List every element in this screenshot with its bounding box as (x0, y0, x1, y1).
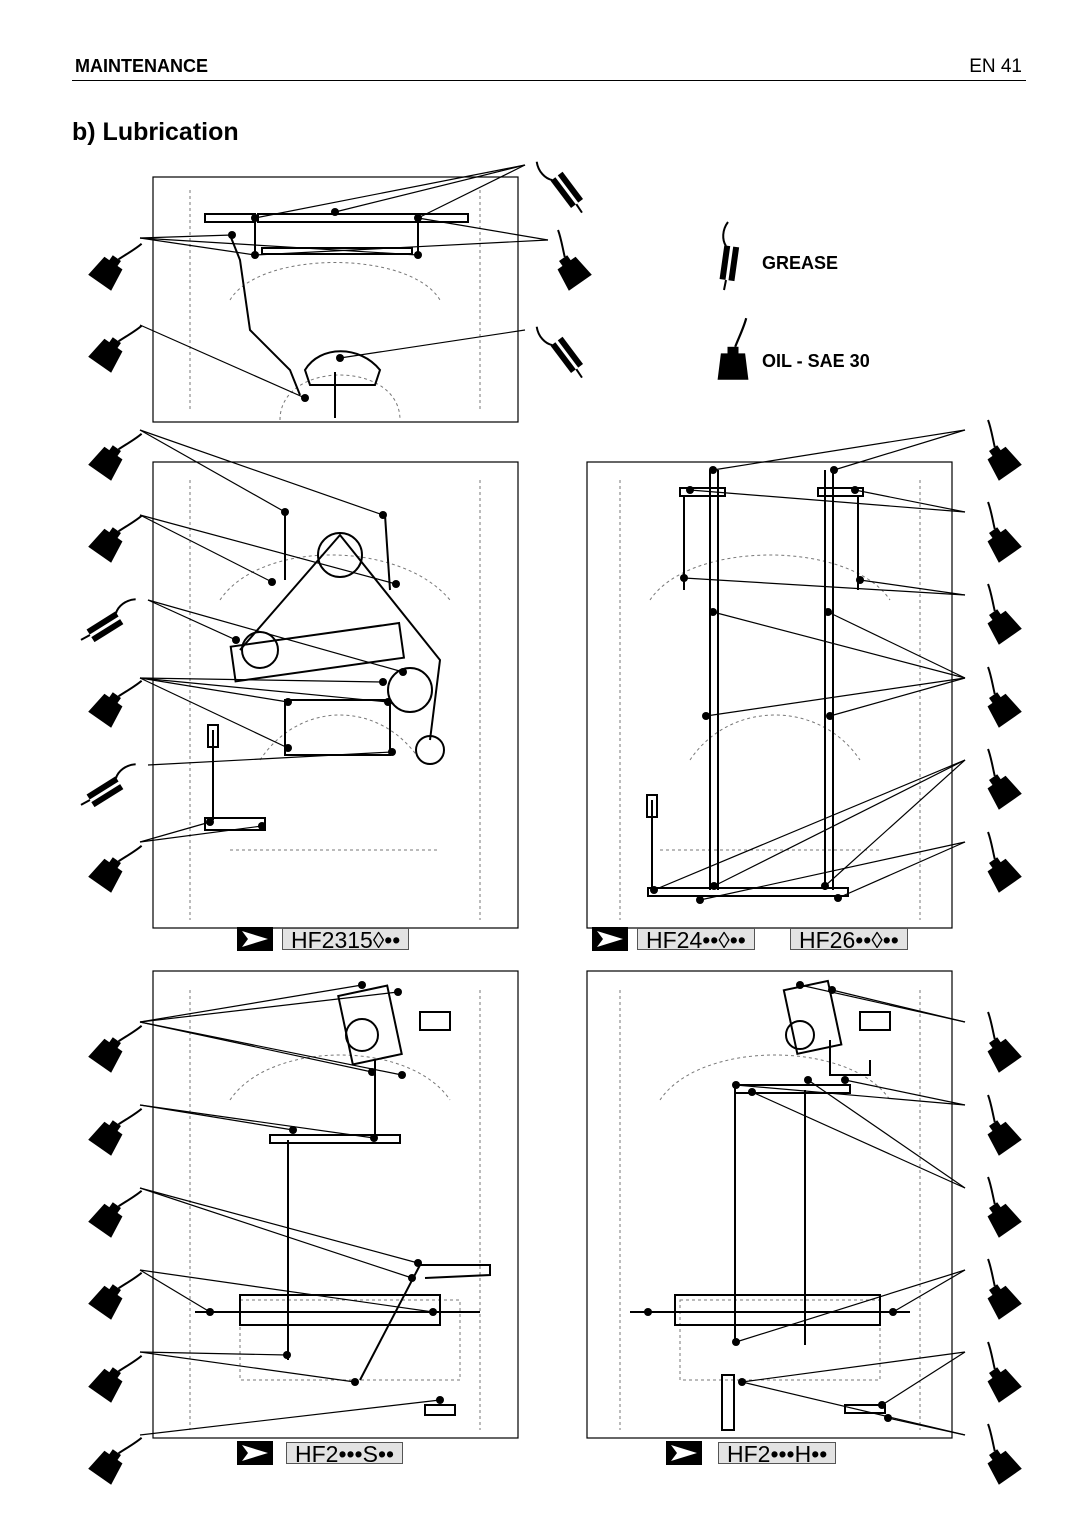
oil-can-icon (87, 1421, 145, 1486)
grease-gun-icon (77, 591, 144, 653)
panel-hf2h-frame (586, 970, 953, 1439)
hf2s-mechanism (195, 984, 491, 1416)
panel-frames (152, 176, 953, 1439)
panel-steering-frame (152, 176, 519, 423)
arrow-right-icon (666, 1441, 702, 1465)
oil-can-icon (965, 1009, 1023, 1074)
panel-hf24-frame (586, 461, 953, 929)
grease-gun-icon (77, 756, 144, 818)
hf2s-leaders (139, 984, 441, 1436)
grease-gun-icon (529, 317, 594, 382)
oil-can-icon (87, 1256, 145, 1321)
hf24-mechanism (646, 470, 864, 897)
hf2h-leaders (735, 984, 966, 1436)
header-divider (72, 80, 1026, 81)
hf2h-mechanism (630, 979, 910, 1431)
page-number: EN 41 (969, 56, 1022, 77)
oil-can-icon-left-column (87, 227, 145, 1486)
hf2315-points (206, 508, 407, 830)
panel-hf2315-frame (152, 461, 519, 929)
oil-can-icon (87, 1339, 145, 1404)
oil-can-icon (87, 309, 145, 374)
model-tag-hf2315: HF2315◊•• (282, 928, 410, 952)
tractor-outlines (189, 190, 921, 1430)
grease-legend-icon (718, 221, 741, 291)
oil-can-icon (87, 499, 145, 564)
hf24-points (650, 466, 864, 904)
oil-can-icon (965, 417, 1023, 482)
oil-can-icon (87, 664, 145, 729)
hf2315-leaders (139, 429, 404, 843)
oil-can-icon (965, 499, 1023, 564)
steering-points (228, 208, 422, 402)
panel-hf2s-frame (152, 970, 519, 1439)
page-title: b) Lubrication (72, 118, 239, 146)
oil-legend-icon (716, 317, 750, 381)
oil-can-icon (965, 1339, 1023, 1404)
oil-can-icon (87, 1174, 145, 1239)
oil-can-icon (965, 581, 1023, 646)
hf2315-mechanism (204, 510, 445, 831)
oil-can-icon (965, 829, 1023, 894)
oil-can-icon (87, 1009, 145, 1074)
model-tag-hf2h: HF2•••H•• (718, 1442, 837, 1466)
section-title: MAINTENANCE (75, 56, 208, 76)
arrow-right-icon (237, 927, 273, 951)
arrow-right-icon (237, 1441, 273, 1465)
steering-leaders (139, 164, 549, 399)
oil-can-icon (965, 1092, 1023, 1157)
oil-can-icon (965, 746, 1023, 811)
oil-can-icon (87, 829, 145, 894)
hf24-leaders (653, 429, 966, 901)
model-tag-hf24: HF24••◊•• (637, 928, 755, 952)
oil-can-icon (87, 227, 145, 292)
model-tag-hf2s: HF2•••S•• (286, 1442, 404, 1466)
hf2h-points (644, 981, 897, 1422)
grease-gun-icon (529, 152, 594, 217)
oil-can-icon (965, 1421, 1023, 1486)
oil-can-icon (965, 1256, 1023, 1321)
oil-can-icon-right-column (535, 227, 1023, 1486)
oil-can-icon (965, 1174, 1023, 1239)
model-tag-hf26: HF26••◊•• (790, 928, 908, 952)
grease-label: GREASE (762, 253, 839, 273)
oil-can-icon (535, 227, 593, 292)
oil-can-icon (965, 664, 1023, 729)
arrow-right-icon (592, 927, 628, 951)
oil-can-icon (87, 417, 145, 482)
oil-label: OIL - SAE 30 (762, 351, 870, 371)
oil-can-icon (87, 1092, 145, 1157)
